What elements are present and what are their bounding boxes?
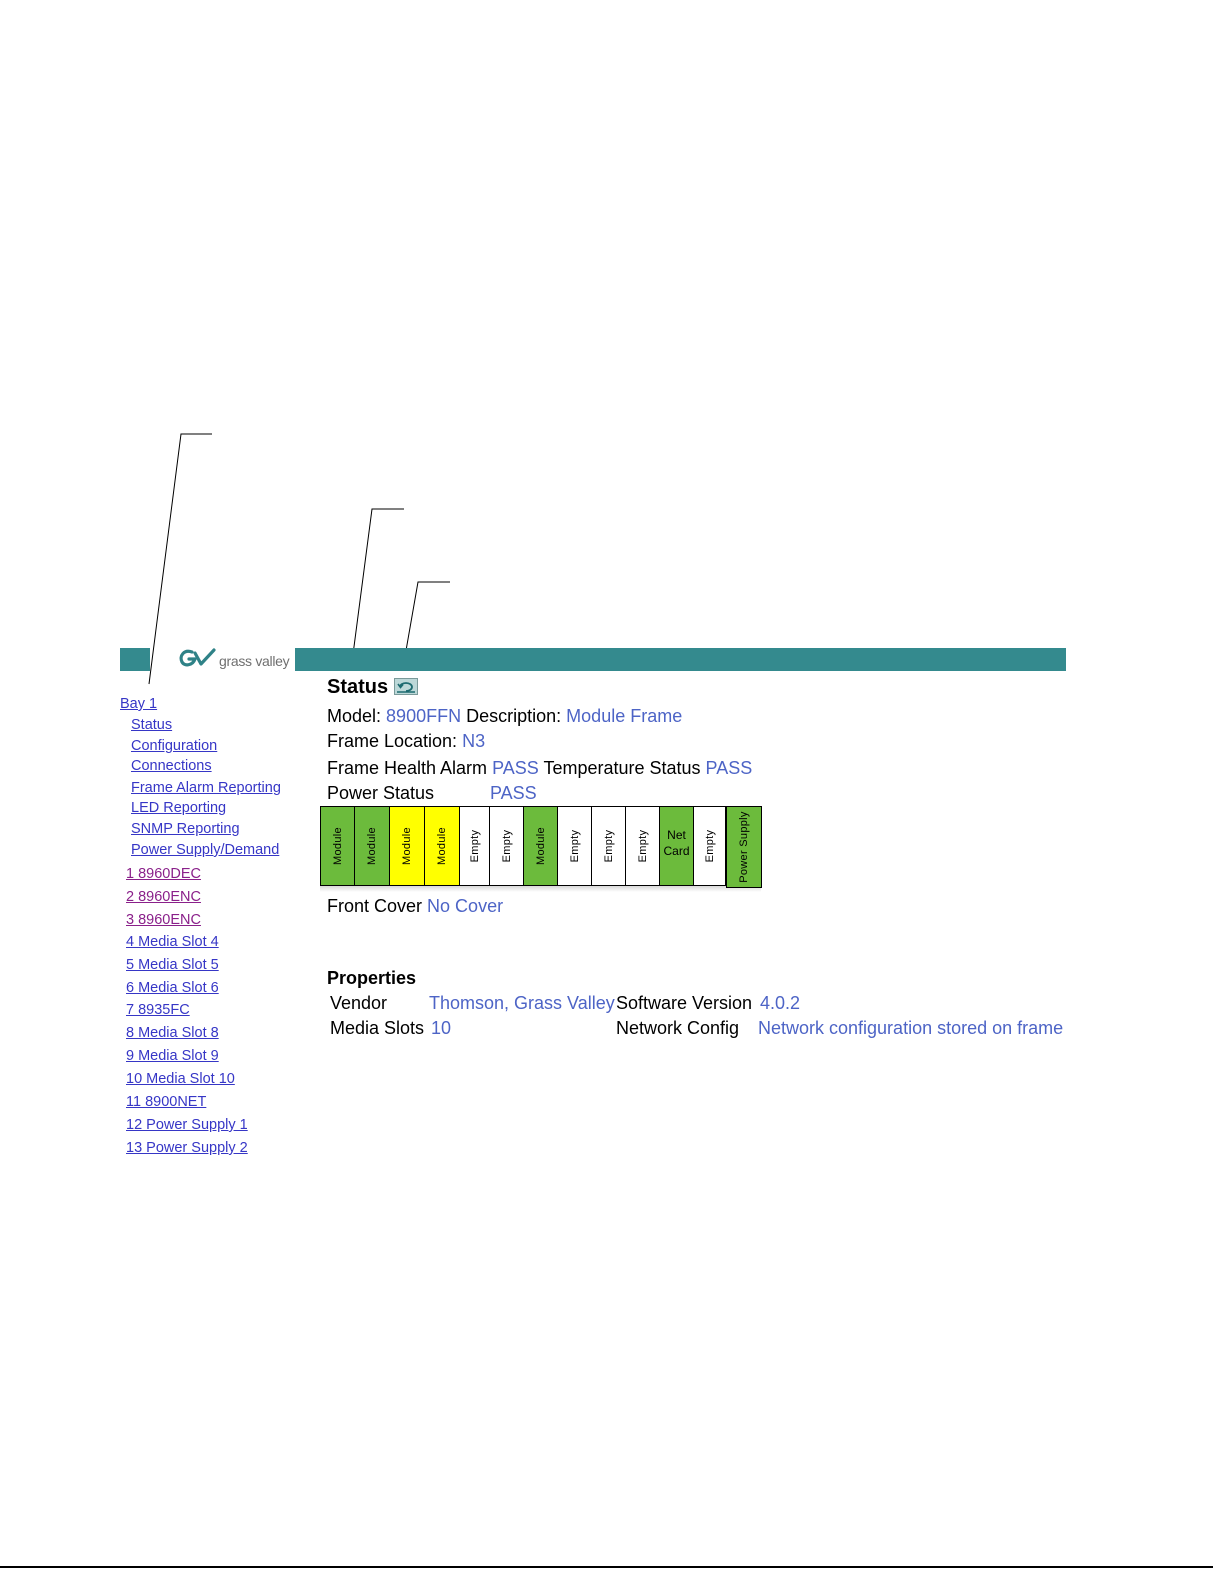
nav-slot-5[interactable]: 5 Media Slot 5 xyxy=(126,957,219,973)
model-label: Model: xyxy=(327,706,382,726)
frame-slot-12[interactable]: Empty xyxy=(694,806,726,886)
description-value: Module Frame xyxy=(566,706,683,726)
location-value: N3 xyxy=(462,731,486,751)
page-bottom-rule xyxy=(0,1566,1213,1568)
nav-slot-13[interactable]: 13 Power Supply 2 xyxy=(126,1140,248,1156)
nav-frame-alarm-reporting[interactable]: Frame Alarm Reporting xyxy=(131,780,281,796)
page-title: Status xyxy=(327,676,389,698)
frame-slot-1[interactable]: Module xyxy=(320,806,355,886)
frame-slot-label: Empty xyxy=(703,829,716,863)
frame-slot-label: Net Card xyxy=(663,828,690,858)
health-row: Frame Health Alarm PASS Temperature Stat… xyxy=(327,758,752,779)
header-bar-left xyxy=(120,648,150,671)
nav-slot-4[interactable]: 4 Media Slot 4 xyxy=(126,934,219,950)
frame-slot-8[interactable]: Empty xyxy=(558,806,592,886)
software-version-label: Software Version xyxy=(616,993,753,1013)
refresh-icon[interactable] xyxy=(394,678,419,695)
model-value: 8900FFN xyxy=(386,706,462,726)
frame-slot-label: Module xyxy=(331,827,344,865)
frame-slot-label: Power Supply xyxy=(738,811,750,883)
nav-slot-12[interactable]: 12 Power Supply 1 xyxy=(126,1117,248,1133)
frame-slot-7[interactable]: Module xyxy=(524,806,558,886)
nav-configuration[interactable]: Configuration xyxy=(131,738,218,754)
frame-slot-label: Empty xyxy=(602,829,615,863)
brand-text: grass valley xyxy=(219,653,290,669)
frame-slot-label: Empty xyxy=(636,829,649,863)
nav-status[interactable]: Status xyxy=(131,717,173,733)
grass-valley-logo-icon xyxy=(178,648,216,674)
nav-slot-1[interactable]: 1 8960DEC xyxy=(126,866,201,882)
frame-slot-5[interactable]: Empty xyxy=(460,806,490,886)
frame-slot-4[interactable]: Module xyxy=(425,806,460,886)
network-config-value: Network configuration stored on frame xyxy=(758,1018,1064,1038)
nav-connections[interactable]: Connections xyxy=(131,758,212,774)
front-cover-row: Front Cover No Cover xyxy=(327,896,503,917)
status-heading: Status xyxy=(327,676,419,699)
nav-slot-8[interactable]: 8 Media Slot 8 xyxy=(126,1025,219,1041)
front-cover-label: Front Cover xyxy=(327,896,423,916)
media-slots-label: Media Slots xyxy=(330,1018,425,1038)
power-value: PASS xyxy=(490,783,537,803)
nav-slot-9[interactable]: 9 Media Slot 9 xyxy=(126,1048,219,1064)
description-label: Description: xyxy=(466,706,562,726)
front-cover-value: No Cover xyxy=(427,896,504,916)
vendor-label: Vendor xyxy=(330,993,388,1013)
frame-slot-label: Module xyxy=(366,827,378,865)
location-row: Frame Location: N3 xyxy=(327,731,485,752)
frame-slot-label: Empty xyxy=(500,829,513,863)
nav-slot-6[interactable]: 6 Media Slot 6 xyxy=(126,980,219,996)
nav-slot-10[interactable]: 10 Media Slot 10 xyxy=(126,1071,235,1087)
brand-logo: grass valley xyxy=(178,648,290,674)
health-value: PASS xyxy=(492,758,539,778)
frame-slot-label: Module xyxy=(534,827,547,865)
nav-slot-11[interactable]: 11 8900NET xyxy=(126,1094,207,1110)
power-label: Power Status xyxy=(327,783,435,803)
frame-slot-label: Module xyxy=(436,827,448,865)
nav-slot-3[interactable]: 3 8960ENC xyxy=(126,912,201,928)
health-label: Frame Health Alarm xyxy=(327,758,488,778)
network-config-label: Network Config xyxy=(616,1018,740,1038)
frame-slot-10[interactable]: Empty xyxy=(626,806,660,886)
model-row: Model: 8900FFN Description: Module Frame xyxy=(327,706,682,727)
location-label: Frame Location: xyxy=(327,731,458,751)
frame-slot-label: Empty xyxy=(568,829,581,863)
temperature-label: Temperature Status xyxy=(543,758,701,778)
frame-slot-6[interactable]: Empty xyxy=(490,806,524,886)
power-row: Power Status PASS xyxy=(327,783,537,804)
vendor-value: Thomson, Grass Valley xyxy=(429,993,615,1013)
frame-slot-11[interactable]: Net Card xyxy=(660,806,694,886)
frame-slot-9[interactable]: Empty xyxy=(592,806,626,886)
nav-led-reporting[interactable]: LED Reporting xyxy=(131,800,227,816)
temperature-value: PASS xyxy=(705,758,753,778)
slot-shadow xyxy=(320,886,761,892)
nav-slot-7[interactable]: 7 8935FC xyxy=(126,1002,190,1018)
media-slots-value: 10 xyxy=(431,1018,452,1038)
nav-snmp-reporting[interactable]: SNMP Reporting xyxy=(131,821,240,837)
frame-slot-label: Module xyxy=(401,827,413,865)
nav-slot-2[interactable]: 2 8960ENC xyxy=(126,889,201,905)
software-version-value: 4.0.2 xyxy=(760,993,801,1013)
frame-slot-label: Empty xyxy=(468,829,481,863)
header-bar xyxy=(295,648,1066,671)
frame-slot-13[interactable]: Power Supply xyxy=(726,806,762,888)
properties-title: Properties xyxy=(327,968,417,988)
frame-slot-2[interactable]: Module xyxy=(355,806,390,886)
frame-slot-diagram: Module Module Module Module Empty Empty Module… xyxy=(320,806,762,888)
properties-heading: Properties xyxy=(327,968,416,989)
nav-bay[interactable]: Bay 1 xyxy=(120,696,158,712)
frame-slot-3[interactable]: Module xyxy=(390,806,425,886)
nav-power-supply-demand[interactable]: Power Supply/Demand xyxy=(131,842,280,858)
